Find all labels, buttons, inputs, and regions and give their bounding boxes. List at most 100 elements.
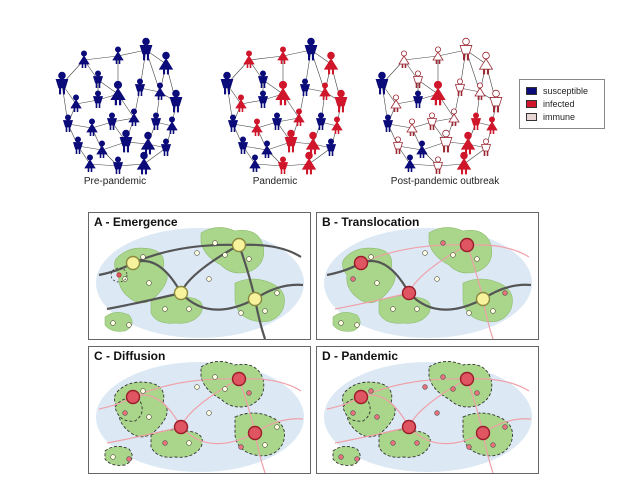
- person-icon: [315, 112, 327, 130]
- person-icon: [323, 51, 339, 75]
- network-link: [117, 163, 145, 167]
- town-node: [414, 440, 420, 446]
- network-link: [97, 79, 119, 95]
- town-node: [466, 444, 472, 450]
- city-hub: [459, 237, 475, 253]
- person-icon: [439, 129, 453, 153]
- legend-swatch-susceptible: [526, 86, 537, 95]
- legend-label-immune: immune: [543, 111, 576, 122]
- legend-item-immune: immune: [526, 110, 604, 123]
- person-icon: [158, 51, 174, 75]
- city-hub: [459, 371, 475, 387]
- land-region: [104, 446, 133, 466]
- network-link: [282, 49, 312, 57]
- person-icon: [277, 46, 289, 64]
- town-node: [350, 276, 356, 282]
- town-node: [206, 276, 212, 282]
- town-node: [126, 456, 132, 462]
- legend-swatch-infected: [526, 99, 537, 108]
- town-node: [390, 306, 396, 312]
- land-region: [150, 295, 203, 324]
- person-icon: [486, 116, 498, 134]
- person-icon: [293, 108, 305, 126]
- person-icon: [166, 116, 178, 134]
- person-icon: [404, 154, 416, 172]
- town-node: [390, 440, 396, 446]
- person-icon: [96, 140, 108, 158]
- land-region: [332, 446, 361, 466]
- network-link: [83, 55, 119, 61]
- town-node: [274, 424, 280, 430]
- person-icon: [454, 78, 466, 96]
- legend-label-susceptible: susceptible: [543, 85, 589, 96]
- person-icon: [406, 118, 418, 136]
- person-icon: [169, 89, 183, 113]
- town-node: [146, 280, 152, 286]
- network-link: [232, 123, 258, 129]
- network-link: [397, 145, 423, 151]
- town-node: [194, 384, 200, 390]
- town-node: [474, 390, 480, 396]
- person-icon: [112, 46, 124, 64]
- person-icon: [478, 51, 494, 75]
- network-link: [254, 163, 284, 167]
- person-icon: [70, 94, 82, 112]
- town-node: [186, 440, 192, 446]
- map-diffusion: [96, 361, 304, 473]
- person-icon: [261, 140, 273, 158]
- person-icon: [140, 131, 156, 155]
- network-link: [143, 147, 167, 165]
- network-link: [409, 163, 439, 167]
- network-link: [417, 79, 439, 95]
- town-node: [434, 276, 440, 282]
- town-node: [490, 442, 496, 448]
- network-link: [387, 123, 413, 129]
- person-icon: [251, 118, 263, 136]
- travel-route: [106, 291, 182, 311]
- land-region: [428, 227, 493, 274]
- town-node: [162, 440, 168, 446]
- person-icon: [456, 151, 472, 175]
- person-icon: [128, 108, 140, 126]
- town-node: [146, 414, 152, 420]
- town-node: [440, 240, 446, 246]
- person-icon: [154, 82, 166, 100]
- town-node: [262, 442, 268, 448]
- caption-pre-pandemic: Pre-pandemic: [83, 176, 147, 187]
- panel-title-diffusion: C - Diffusion: [94, 349, 166, 363]
- person-icon: [220, 71, 234, 95]
- person-icon: [257, 70, 269, 88]
- town-node: [374, 414, 380, 420]
- town-node: [440, 374, 446, 380]
- person-icon: [106, 112, 118, 130]
- town-node: [450, 252, 456, 258]
- network-post-pandemic: [375, 37, 503, 175]
- person-icon: [78, 50, 90, 68]
- person-icon: [86, 118, 98, 136]
- person-icon: [299, 78, 311, 96]
- population-networks-figure: [55, 37, 503, 175]
- person-icon: [448, 108, 460, 126]
- town-node: [162, 306, 168, 312]
- town-node: [502, 424, 508, 430]
- town-node: [238, 310, 244, 316]
- city-hub: [125, 389, 141, 405]
- town-node: [490, 308, 496, 314]
- town-node: [194, 250, 200, 256]
- legend-label-infected: infected: [543, 98, 575, 109]
- town-node: [474, 256, 480, 262]
- town-node: [246, 256, 252, 262]
- person-icon: [474, 82, 486, 100]
- network-link: [89, 163, 119, 167]
- infected-region: [342, 397, 371, 422]
- panel-emergence: A - Emergence: [88, 212, 311, 340]
- city-hub: [401, 419, 417, 435]
- town-node: [374, 280, 380, 286]
- town-node: [126, 322, 132, 328]
- city-hub: [247, 291, 263, 307]
- person-icon: [398, 50, 410, 68]
- town-node: [246, 390, 252, 396]
- person-icon: [432, 46, 444, 64]
- person-icon: [150, 112, 162, 130]
- land-region: [104, 312, 133, 332]
